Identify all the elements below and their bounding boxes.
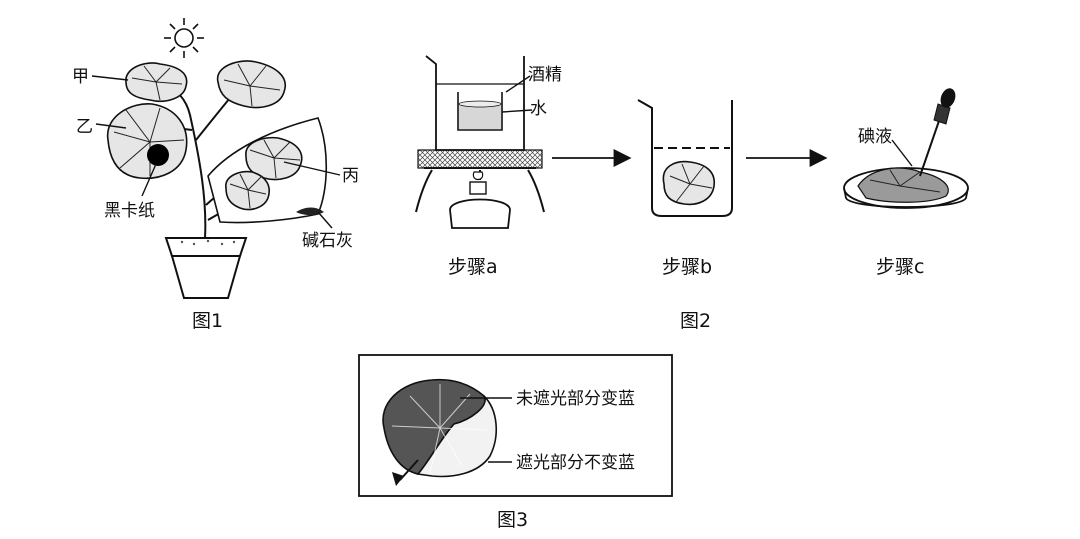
figure-1: 甲 乙 黑卡纸 丙 碱石灰 图1 [72,18,359,332]
label-bing: 丙 [342,166,359,186]
label-water: 水 [530,99,547,119]
wire-gauze [417,149,543,169]
label-iodine: 碘液 [858,127,892,147]
sun-icon [164,18,204,58]
label-covered: 遮光部分不变蓝 [516,453,635,473]
potted-plant-icon [149,83,257,299]
step-b-apparatus [637,99,733,217]
step-c-apparatus: 碘液 [843,88,969,209]
label-jia: 甲 [72,67,89,87]
leaf-jia [125,62,188,102]
label-soda-lime: 碱石灰 [302,231,353,251]
petri-dish-icon [843,167,969,209]
dropper-icon [919,88,956,177]
leaf-icon [662,160,715,206]
step-a-label: 步骤a [448,256,498,278]
label-yi: 乙 [76,117,93,137]
label-alcohol: 酒精 [528,65,562,85]
leaf-yi [106,103,188,180]
label-black-card: 黑卡纸 [104,201,155,221]
black-card-icon [147,144,169,166]
figure-2-caption: 图2 [680,310,711,332]
small-beaker [457,92,503,131]
step-b-label: 步骤b [662,256,712,278]
figure-3: 未遮光部分变蓝 遮光部分不变蓝 图3 [358,354,673,531]
step-a-apparatus: 酒精 水 [415,55,562,229]
figure-2: 酒精 水 [415,55,969,332]
step-c-label: 步骤c [876,256,924,278]
leaf-icon [382,378,498,486]
leaf-top-right [217,60,287,109]
label-uncovered: 未遮光部分变蓝 [516,389,635,409]
figure-3-caption: 图3 [497,509,528,531]
figure-1-caption: 图1 [192,310,223,332]
beaker-icon [425,55,525,151]
alcohol-lamp-icon [449,171,511,229]
bag-leaf-bing [207,117,328,224]
